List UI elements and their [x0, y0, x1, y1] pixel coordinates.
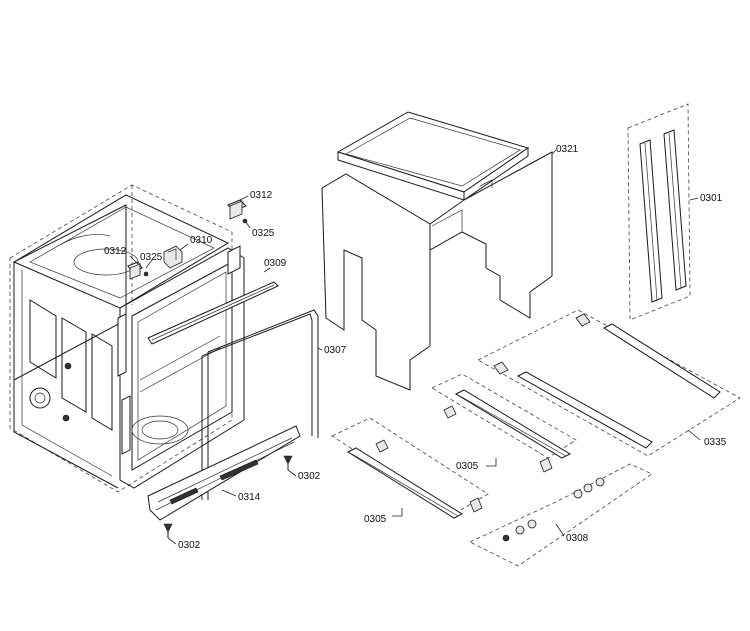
- label-0308: 0308: [566, 533, 589, 544]
- label-0301: 0301: [700, 193, 723, 204]
- label-0325-top: 0325: [252, 228, 275, 239]
- top-bracket-parts: [127, 199, 248, 280]
- label-0312-left: 0312: [104, 246, 127, 257]
- side-rails-0301: [627, 103, 691, 321]
- leader-lines: [129, 149, 701, 545]
- rail-0309: [147, 281, 279, 345]
- label-0325-left: 0325: [140, 252, 163, 263]
- lower-rail-0314: [147, 425, 301, 521]
- label-0305-upper: 0305: [456, 461, 479, 472]
- label-0307: 0307: [324, 345, 347, 356]
- label-0309: 0309: [264, 258, 287, 269]
- screw-parts: [163, 455, 293, 538]
- part-labels: 0321 0301 0312 0325 0310 0312 0325 0309 …: [104, 144, 727, 551]
- label-0305-lower: 0305: [364, 514, 387, 525]
- label-0312-top: 0312: [250, 190, 273, 201]
- rails-0335: [477, 309, 741, 457]
- insulation-blanket-0321: [321, 111, 553, 391]
- rails-0305: [331, 373, 577, 519]
- label-0314: 0314: [238, 492, 261, 503]
- label-0302-bottom: 0302: [178, 540, 201, 551]
- tub-assembly: [9, 184, 245, 493]
- label-0321: 0321: [556, 144, 579, 155]
- label-0310: 0310: [190, 235, 213, 246]
- label-0302-right: 0302: [298, 471, 321, 482]
- label-0335: 0335: [704, 437, 727, 448]
- small-parts-0308: [469, 463, 653, 567]
